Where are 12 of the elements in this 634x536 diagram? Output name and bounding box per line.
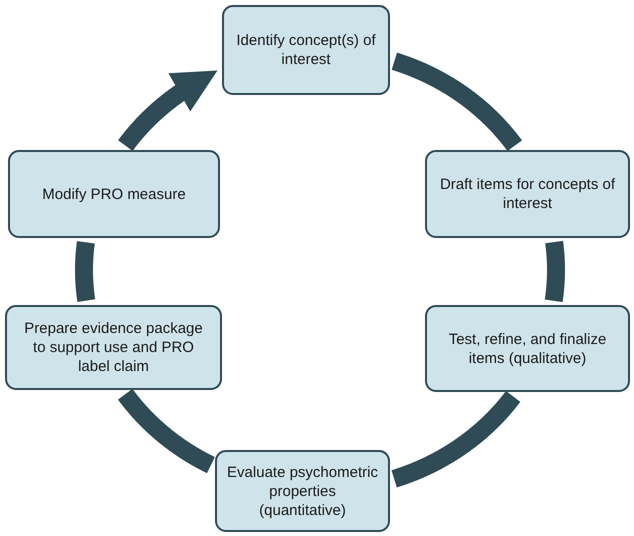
node-label: Prepare evidence package to support use and PRO label claim xyxy=(23,319,204,376)
process-box xyxy=(425,305,630,392)
node-label: Modify PRO measure xyxy=(42,184,186,204)
node-label: Evaluate psychometric properties (quantitative) xyxy=(227,462,378,520)
node-label: Draft items for concepts of interest xyxy=(438,175,616,213)
process-box xyxy=(425,150,630,238)
node-label: Identify concept(s) of interest xyxy=(235,31,377,69)
process-box xyxy=(8,150,220,238)
node-label: Test, refine, and finalize items (qualitative) xyxy=(448,330,608,368)
process-box xyxy=(5,305,222,390)
process-box xyxy=(215,450,390,532)
process-box xyxy=(222,5,390,95)
